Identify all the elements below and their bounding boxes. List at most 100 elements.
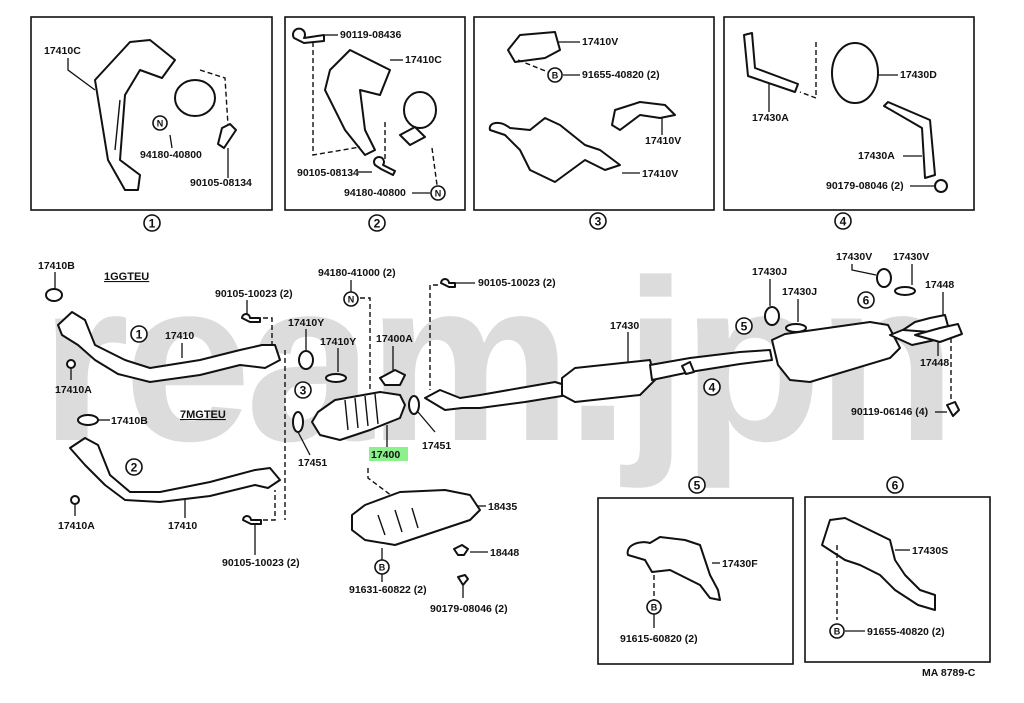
part-label[interactable]: 18448 xyxy=(490,547,519,559)
part-label[interactable]: 17430S xyxy=(912,545,948,557)
part-label[interactable]: 17430A xyxy=(858,150,895,162)
part-label[interactable]: 17430J xyxy=(752,266,787,278)
bracket-17410c xyxy=(324,49,391,156)
part-label[interactable]: 17410C xyxy=(405,54,442,66)
part-label[interactable]: 17410Y xyxy=(320,336,356,348)
part-label[interactable]: 90119-06146 (4) xyxy=(851,406,928,418)
callout-6 xyxy=(857,291,875,309)
nut-mark-n xyxy=(343,291,359,307)
ring-17430v xyxy=(894,286,916,296)
part-label[interactable]: 17410 xyxy=(165,330,194,342)
mark-letter: B xyxy=(834,627,841,637)
part-label[interactable]: 17430A xyxy=(752,112,789,124)
hanger-17410v xyxy=(611,101,676,131)
part-label[interactable]: 90179-08046 (2) xyxy=(826,180,904,192)
part-label[interactable]: 17430F xyxy=(722,558,758,570)
callout-number: 3 xyxy=(300,384,307,398)
engine-label-1ggteu[interactable]: 1GGTEU xyxy=(104,271,149,283)
part-label[interactable]: 17430V xyxy=(893,251,929,263)
nut-mark-n xyxy=(430,185,446,201)
mark-letter: B xyxy=(379,563,386,573)
inset-2-frame xyxy=(284,16,466,211)
part-label[interactable]: 91655-40820 (2) xyxy=(582,69,660,81)
part-label[interactable]: 90105-10023 (2) xyxy=(222,557,300,569)
inset-5-frame xyxy=(597,497,794,665)
part-label[interactable]: 90179-08046 (2) xyxy=(430,603,508,615)
intermediate-pipe xyxy=(649,349,773,381)
callout-number: 6 xyxy=(892,479,899,493)
gasket-17451 xyxy=(292,411,304,433)
front-pipe-17410-7mgteu xyxy=(69,437,281,503)
main-assembly: 1GGTEU 17410B 1 17410 17410A 90105-10023… xyxy=(38,251,963,615)
mark-letter: N xyxy=(435,189,442,199)
part-label[interactable]: 17430 xyxy=(610,320,639,332)
clamp-tab xyxy=(399,126,426,146)
bolt xyxy=(373,156,396,176)
part-label[interactable]: 94180-41000 (2) xyxy=(318,267,396,279)
part-label[interactable]: 90105-10023 (2) xyxy=(215,288,293,300)
part-label[interactable]: 17410C xyxy=(44,45,81,57)
bolt xyxy=(292,27,325,44)
mark-letter: N xyxy=(348,295,355,305)
part-label[interactable]: 17451 xyxy=(422,440,451,452)
callout-number: 4 xyxy=(840,215,847,229)
inset-4: 17430A 17430D 17430A 90179-08046 (2) 4 xyxy=(723,16,975,230)
heat-insulator-17400a xyxy=(379,369,406,386)
inset-4-frame xyxy=(723,16,975,211)
inset-1: 17410C N 94180-40800 90105-08134 1 xyxy=(30,16,273,232)
part-label[interactable]: 17430D xyxy=(900,69,937,81)
tail-muffler xyxy=(771,321,901,383)
inset-1-frame xyxy=(30,16,273,211)
part-label[interactable]: 17410 xyxy=(168,520,197,532)
part-label[interactable]: 17448 xyxy=(925,279,954,291)
part-label[interactable]: 91631-60822 (2) xyxy=(349,584,427,596)
callout-number: 1 xyxy=(149,217,156,231)
engine-label-7mgteu[interactable]: 7MGTEU xyxy=(180,409,226,421)
ring-17430j xyxy=(764,306,780,326)
callout-number: 5 xyxy=(741,320,748,334)
part-label[interactable]: 17410A xyxy=(55,384,92,396)
callout-number: 2 xyxy=(374,217,381,231)
part-label[interactable]: 90119-08436 xyxy=(340,29,401,41)
part-label[interactable]: 17410B xyxy=(38,260,75,272)
inset-3-frame xyxy=(473,16,715,211)
bracket-17410c xyxy=(94,39,176,191)
part-label[interactable]: 90105-10023 (2) xyxy=(478,277,556,289)
inset-5: 5 17430F B 91615-60820 (2) xyxy=(597,476,794,665)
tail-tip-17448 xyxy=(914,323,963,343)
part-label[interactable]: 17410B xyxy=(111,415,148,427)
callout-2 xyxy=(125,458,143,476)
nut xyxy=(934,179,948,193)
ring-17430v xyxy=(876,268,892,288)
hanger-rod-17430a xyxy=(743,32,799,93)
part-label[interactable]: 94180-40800 xyxy=(140,149,202,161)
part-label[interactable]: 90105-08134 xyxy=(297,167,359,179)
gasket-17410b xyxy=(77,414,99,426)
bolt xyxy=(217,123,237,149)
part-label[interactable]: 17430V xyxy=(836,251,872,263)
part-label-selected[interactable]: 17400 xyxy=(371,449,400,461)
hanger-17410v xyxy=(507,31,561,63)
part-label[interactable]: 17448 xyxy=(920,357,949,369)
drawing-code: MA 8789-C xyxy=(922,667,976,679)
inset-6: 6 17430S B 91655-40820 (2) xyxy=(804,476,991,663)
callout-3 xyxy=(589,212,607,230)
part-label[interactable]: 17451 xyxy=(298,457,327,469)
part-label[interactable]: 94180-40800 xyxy=(344,187,406,199)
part-label[interactable]: 17410A xyxy=(58,520,95,532)
part-label[interactable]: 17410V xyxy=(642,168,678,180)
gasket-17410b xyxy=(45,288,63,302)
part-label[interactable]: 17400A xyxy=(376,333,413,345)
part-label[interactable]: 17410V xyxy=(582,36,618,48)
callout-5 xyxy=(735,317,753,335)
rubber-mount-17430d xyxy=(831,42,879,104)
part-label[interactable]: 90105-08134 xyxy=(190,177,252,189)
part-label[interactable]: 17410Y xyxy=(288,317,324,329)
nut xyxy=(457,574,469,586)
part-label[interactable]: 17410V xyxy=(645,135,681,147)
part-label[interactable]: 91615-60820 (2) xyxy=(620,633,698,645)
part-label[interactable]: 18435 xyxy=(488,501,517,513)
part-label[interactable]: 91655-40820 (2) xyxy=(867,626,945,638)
part-label[interactable]: 17430J xyxy=(782,286,817,298)
